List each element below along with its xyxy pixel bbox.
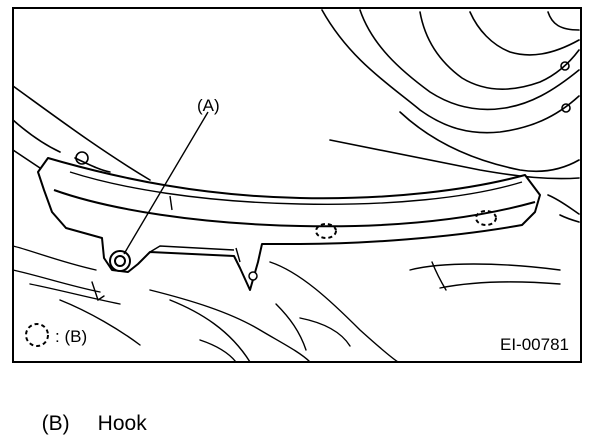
caption: (B) Hook <box>30 388 147 436</box>
legend-label: : (B) <box>55 327 87 346</box>
background-lower-lines <box>12 245 561 363</box>
background-left-lines <box>12 85 151 181</box>
figure-frame <box>12 7 582 363</box>
callout-a-leader <box>123 111 209 255</box>
small-hole <box>248 271 258 281</box>
diagram-figure: (A) : (B) EI-00781 <box>12 7 582 363</box>
caption-key: (B) <box>41 412 70 435</box>
hook-marker-1 <box>315 223 337 239</box>
clip-a-symbol <box>109 250 131 272</box>
hook-marker-2 <box>475 210 497 226</box>
caption-text: Hook <box>97 412 147 435</box>
figure-code: EI-00781 <box>500 335 569 354</box>
callout-a-label: (A) <box>197 96 220 115</box>
background-body-lines <box>321 9 580 223</box>
hook-markers <box>315 210 497 239</box>
hook-legend-icon <box>25 323 49 347</box>
trim-panel <box>37 157 541 291</box>
